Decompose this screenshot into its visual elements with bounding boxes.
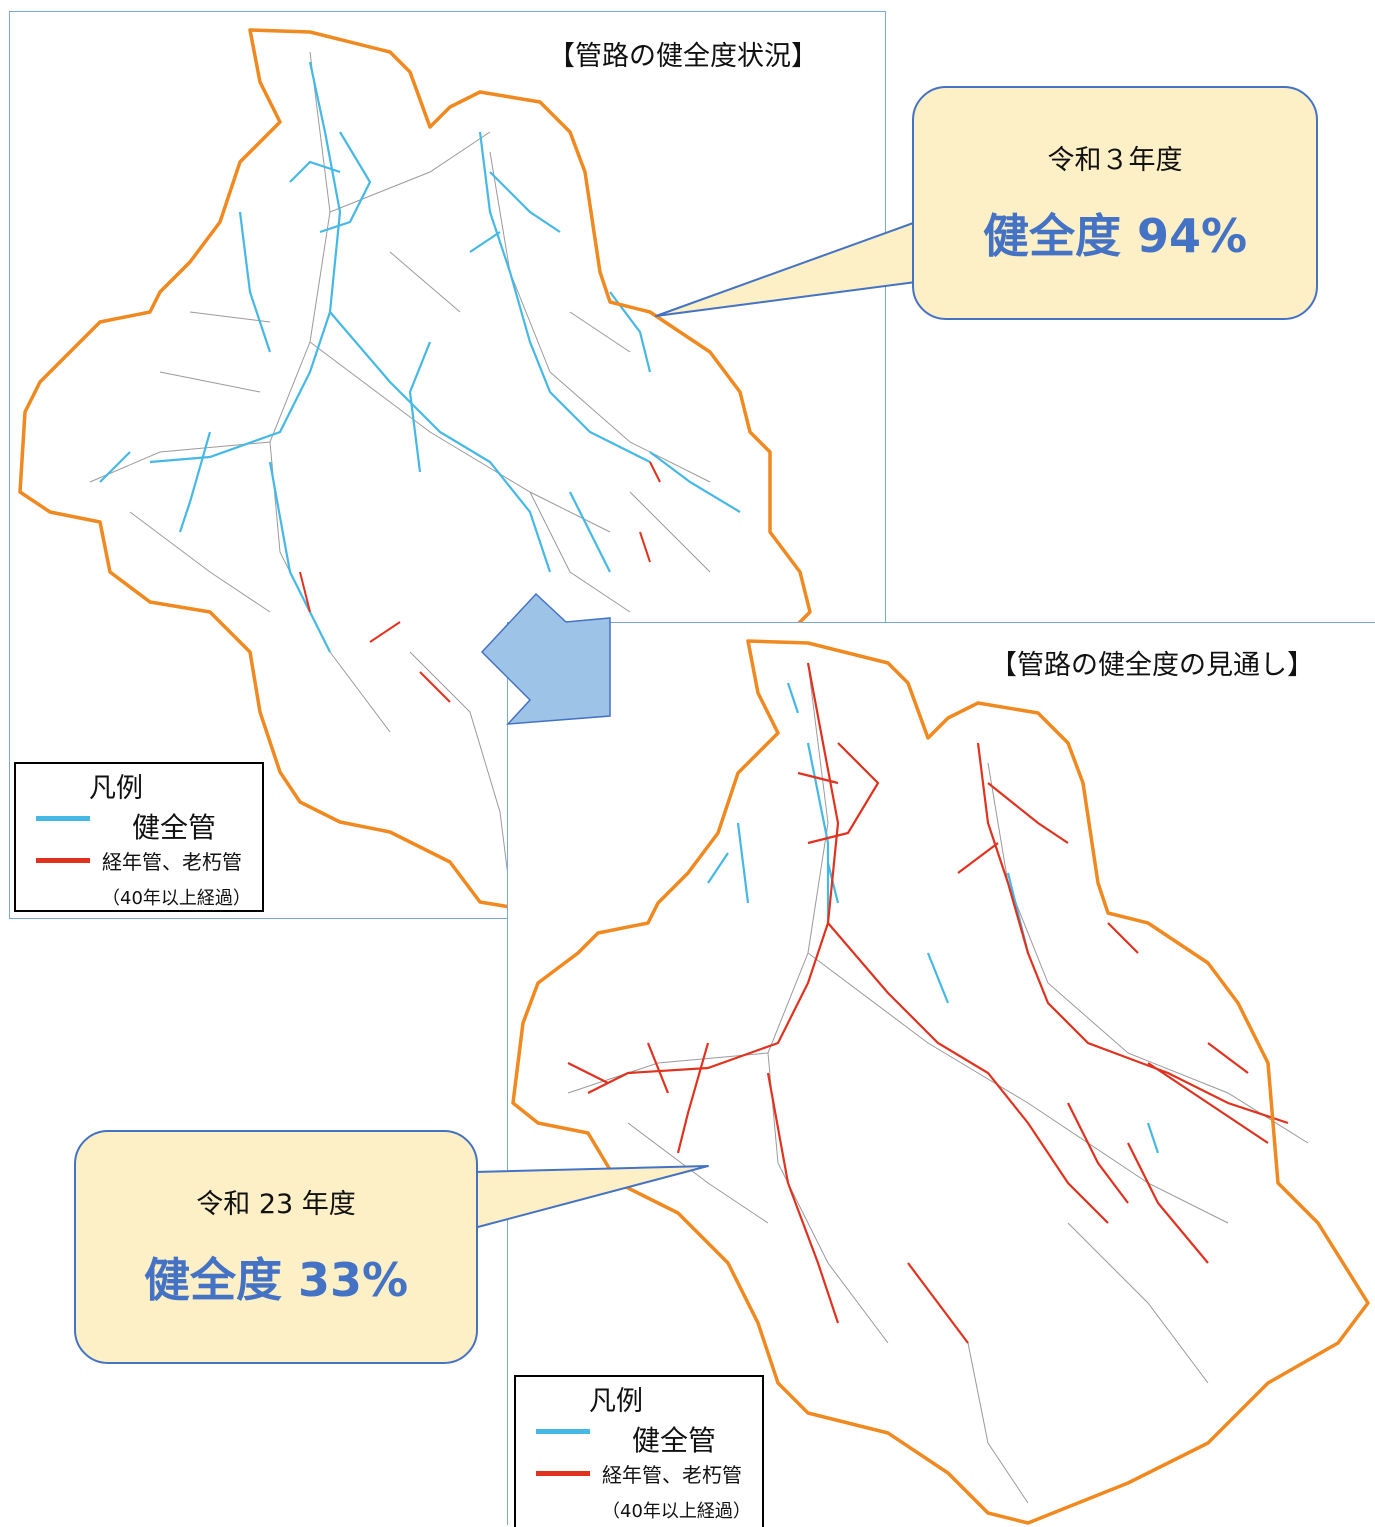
legend-label-healthy: 健全管 — [132, 811, 217, 844]
legend-swatch-aged — [536, 1471, 590, 1476]
callout-forecast: 令和 23 年度 健全度 33% — [74, 1130, 478, 1364]
legend-label-aged: 経年管、老朽管 — [102, 850, 242, 874]
city-boundary — [18, 28, 812, 909]
legend-label-healthy: 健全管 — [632, 1424, 717, 1457]
callout-current-year: 令和３年度 — [1047, 145, 1183, 176]
callout-forecast-year: 令和 23 年度 — [196, 1189, 356, 1220]
legend-label-aged: 経年管、老朽管 — [602, 1463, 742, 1487]
legend-note-aged: （40年以上経過） — [602, 1501, 751, 1522]
legend-swatch-healthy — [36, 816, 90, 821]
city-boundary — [511, 639, 1370, 1525]
callout-current-soundness: 健全度 94% — [982, 209, 1248, 263]
legend-title: 凡例 — [589, 1386, 643, 1417]
legend-swatch-healthy — [536, 1429, 590, 1434]
legend-title: 凡例 — [89, 773, 143, 804]
current-map-title: 【管路の健全度状況】 — [548, 41, 818, 72]
callout-current: 令和３年度 健全度 94% — [912, 86, 1318, 320]
aged-pipes — [299, 461, 661, 703]
callout-forecast-soundness: 健全度 33% — [143, 1253, 409, 1307]
forecast-map-title: 【管路の健全度の見通し】 — [990, 650, 1314, 681]
road-network — [567, 662, 1309, 1504]
forecast-map-panel: 【管路の健全度の見通し】 凡例 健全管 経年管、老朽管 （40年以上経過） — [507, 622, 1375, 1527]
aged-pipes — [567, 662, 1289, 1344]
legend-swatch-aged — [36, 858, 90, 863]
current-map-legend: 凡例 健全管 経年管、老朽管 （40年以上経過） — [14, 762, 264, 912]
legend-note-aged: （40年以上経過） — [102, 888, 251, 909]
healthy-pipes — [99, 61, 741, 653]
current-map-panel: 【管路の健全度状況】 凡例 健全管 経年管、老朽管 （40年以上経過） — [9, 11, 886, 919]
forecast-map-legend: 凡例 健全管 経年管、老朽管 （40年以上経過） — [514, 1375, 764, 1527]
healthy-pipes — [707, 682, 1160, 1154]
forecast-pipe-map — [511, 639, 1370, 1525]
current-pipe-map — [18, 28, 812, 909]
